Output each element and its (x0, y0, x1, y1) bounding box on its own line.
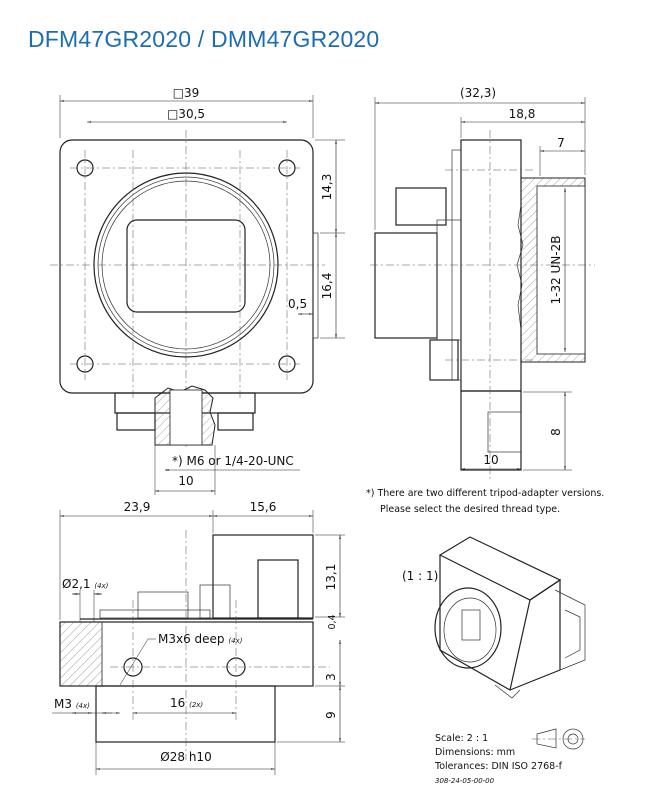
side-dimensions: (32,3) 18,8 7 1-32 UN-2B 8 10 (374, 86, 586, 471)
dim-left-label: 23,9 (124, 500, 151, 514)
dim-tripod-h-label: 8 (549, 428, 563, 436)
thread-hole-label: M3x6 deep (4x) (158, 632, 243, 646)
iso-view: (1 : 1) (402, 536, 586, 699)
iso-scale-label: (1 : 1) (402, 569, 438, 583)
dim-lower-label: 16,4 (320, 273, 334, 300)
tripod-adapter (114, 385, 256, 446)
dim-outer-label: □39 (173, 86, 200, 100)
front-dimensions: □39 □30,5 14,3 16,4 0,5 *) M6 or 1/4-20-… (59, 86, 345, 495)
title-block: Scale: 2 : 1 Dimensions: mm Tolerances: … (434, 728, 585, 785)
tripod-note: *) M6 or 1/4-20-UNC (172, 454, 294, 468)
dim-plate-label: 0,5 (288, 297, 307, 311)
front-view: □39 □30,5 14,3 16,4 0,5 *) M6 or 1/4-20-… (50, 86, 345, 495)
bottom-dimensions: 23,9 15,6 13,1 0,4 3 9 Ø2,1 (4x) M3x6 de… (52, 500, 345, 775)
dim-body-label: 18,8 (509, 107, 536, 121)
dim-h3-label: 3 (324, 673, 338, 681)
side-view: (32,3) 18,8 7 1-32 UN-2B 8 10 (370, 86, 595, 480)
m3-label: M3 (4x) (54, 697, 90, 711)
hole-dia-label: Ø2,1 (4x) (62, 577, 109, 591)
dim-h1-label: 13,1 (324, 564, 338, 591)
footnote-line2: Please select the desired thread type. (380, 504, 560, 515)
tolerances-label: Tolerances: DIN ISO 2768-f (434, 761, 563, 772)
dim-h2-label: 0,4 (327, 614, 338, 629)
dim-right-label: 15,6 (250, 500, 277, 514)
spacing-label: 16 (2x) (170, 696, 203, 710)
dim-tripod-w-label: 10 (483, 453, 498, 467)
drawing-number: 308-24-05-00-00 (435, 777, 495, 785)
dim-h4-label: 9 (324, 711, 338, 719)
dim-total-label: (32,3) (460, 86, 496, 100)
drawing-title: DFM47GR2020 / DMM47GR2020 (28, 26, 380, 52)
thread-label: 1-32 UN-2B (549, 235, 563, 304)
scale-label: Scale: 2 : 1 (435, 733, 488, 744)
dimensions-label: Dimensions: mm (435, 747, 515, 758)
dim-thread-len-label: 7 (557, 136, 565, 150)
lens-dia-label: Ø28 h10 (160, 750, 211, 764)
dim-upper-label: 14,3 (320, 174, 334, 201)
projection-symbol-icon (532, 728, 585, 750)
bottom-view: 23,9 15,6 13,1 0,4 3 9 Ø2,1 (4x) M3x6 de… (52, 500, 345, 775)
footnote-line1: *) There are two different tripod-adapte… (366, 488, 604, 499)
dim-inner-label: □30,5 (167, 107, 205, 121)
dim-tripod-label: 10 (178, 474, 193, 488)
